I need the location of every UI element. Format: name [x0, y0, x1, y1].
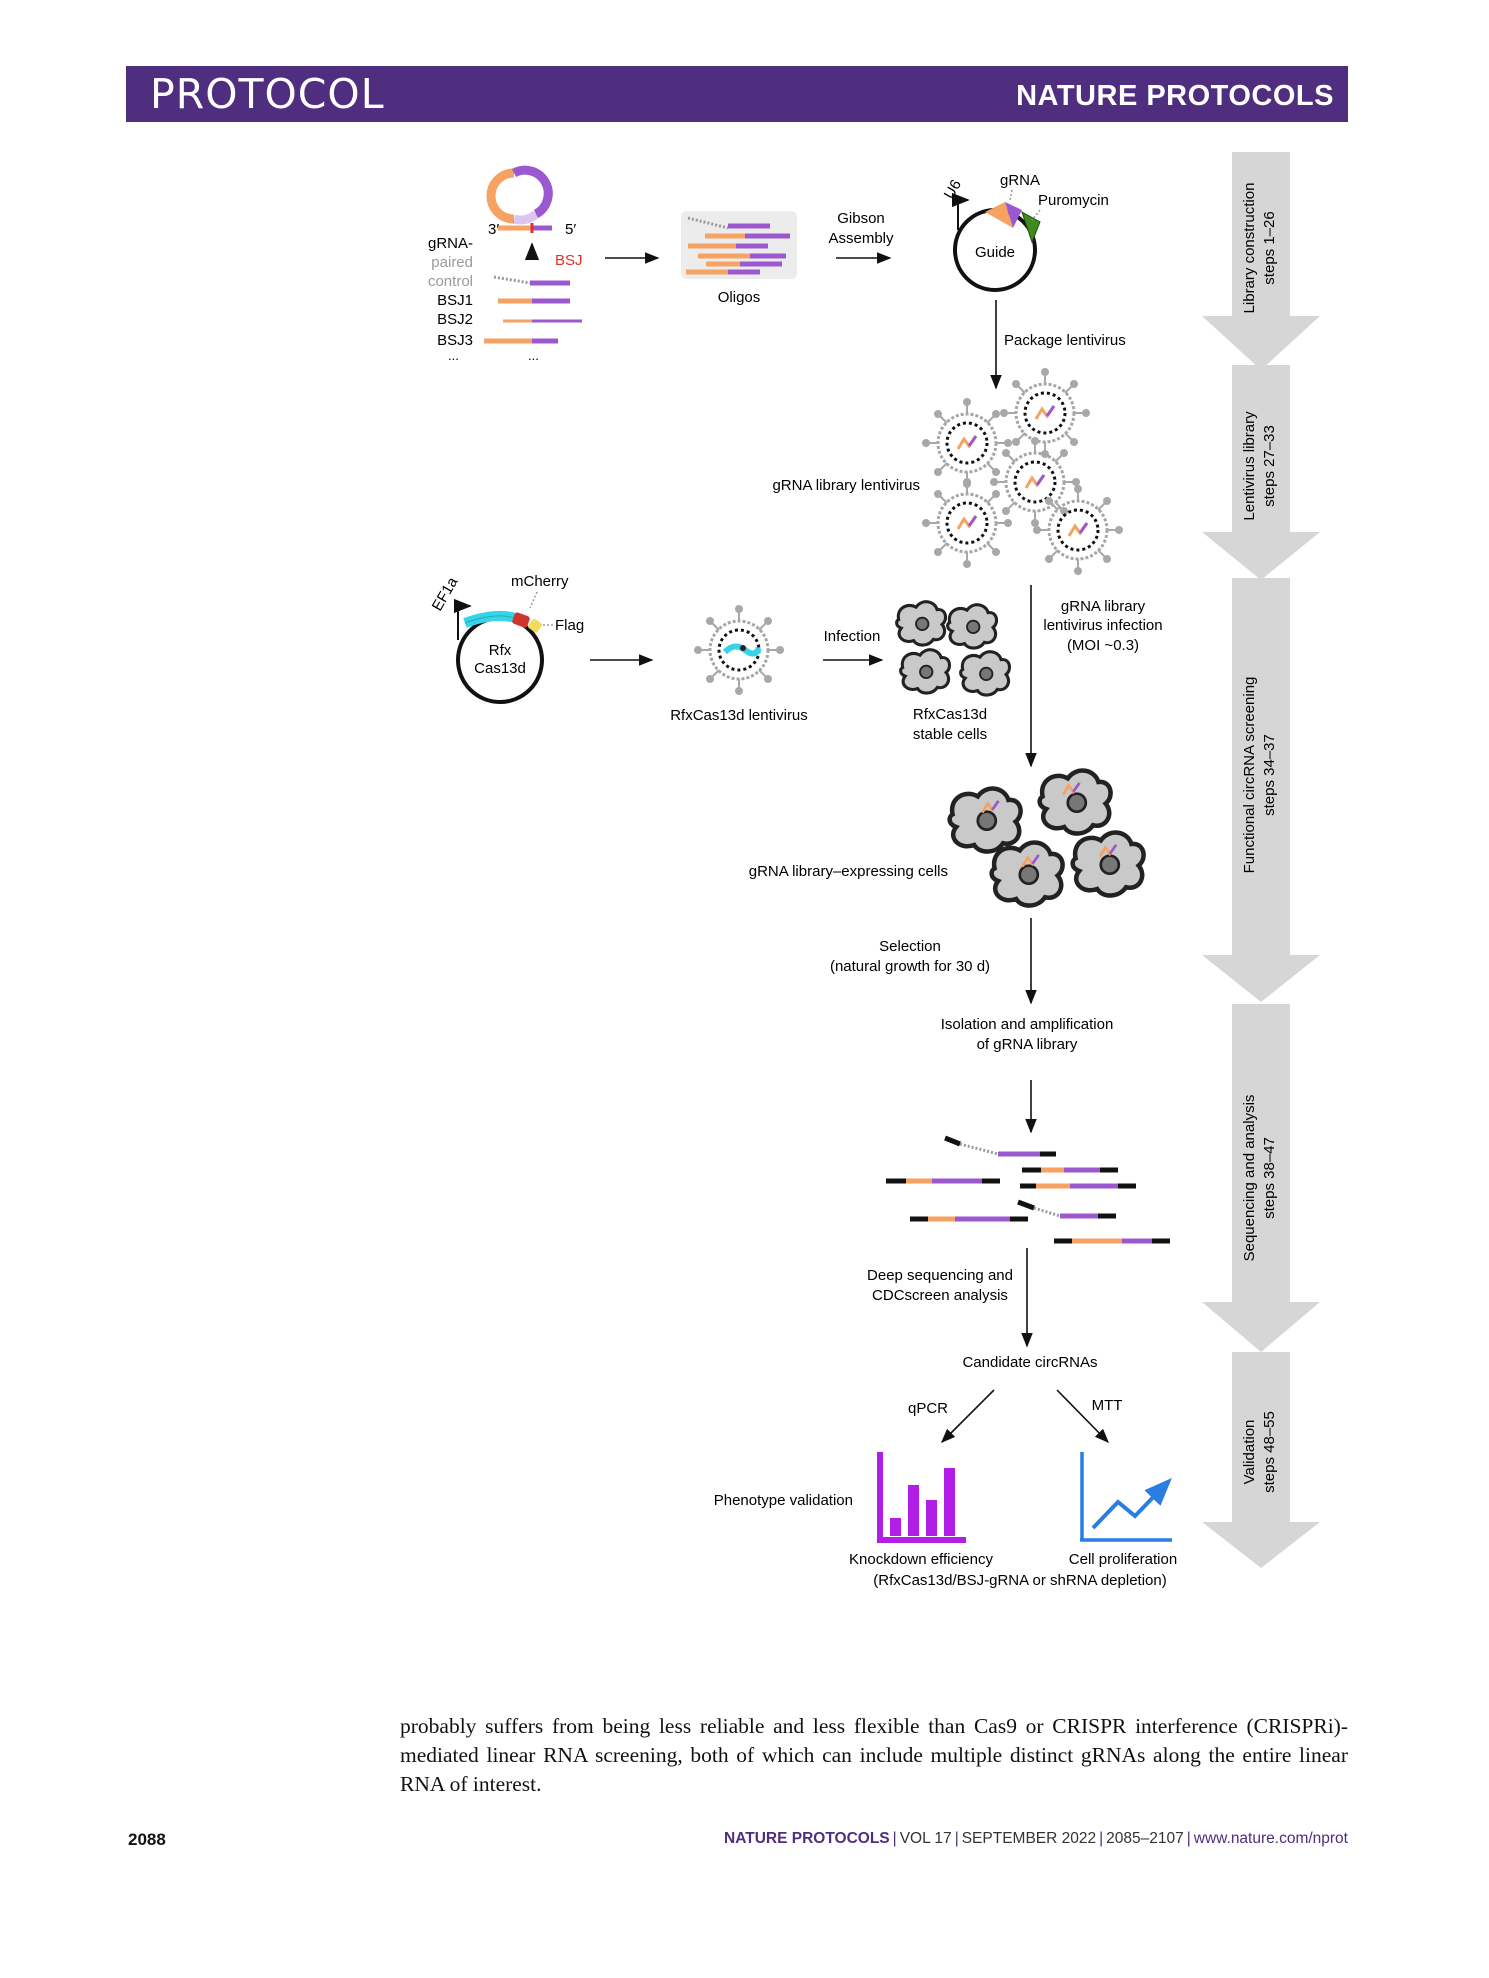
- stage-arrow-library: Library construction steps 1–26: [1202, 152, 1320, 370]
- label-mtt: MTT: [1092, 1397, 1123, 1414]
- stage-arrow-validation: Validation steps 48–55: [1202, 1352, 1320, 1568]
- rfxcas13d-stable-cells: [895, 600, 1012, 697]
- label-selection-2: (natural growth for 30 d): [830, 958, 990, 975]
- footer-url-link[interactable]: www.nature.com/nprot: [1193, 1830, 1348, 1847]
- stage-arrow-sequencing: Sequencing and analysis steps 38–47: [1202, 1004, 1320, 1352]
- footer-sep: |: [954, 1830, 959, 1847]
- knockdown-bar-chart-icon: [877, 1452, 966, 1543]
- stage-lentivirus-steps: steps 27–33: [1261, 425, 1278, 507]
- label-phenotype: Phenotype validation: [714, 1492, 853, 1509]
- label-candidates: Candidate circRNAs: [962, 1354, 1097, 1371]
- label-paired: paired: [431, 254, 473, 271]
- label-gibson-1: Gibson: [837, 210, 885, 227]
- label-bsj1: BSJ1: [437, 292, 473, 309]
- label-oligos: Oligos: [718, 289, 761, 306]
- label-rfx-2: Cas13d: [474, 660, 526, 677]
- label-grna-head: gRNA-: [428, 235, 473, 252]
- footer-volume: VOL 17: [899, 1830, 952, 1847]
- protocol-workflow-diagram: Library construction steps 1–26 Lentivir…: [428, 152, 1320, 1589]
- label-ellipsis-left: ...: [448, 348, 459, 363]
- footer-sep: |: [1186, 1830, 1191, 1847]
- stage-arrow-screening: Functional circRNA screening steps 34–37: [1202, 578, 1320, 1002]
- label-infection: Infection: [824, 628, 881, 645]
- label-5prime: 5′: [565, 221, 576, 238]
- stage-library-steps: steps 1–26: [1261, 211, 1278, 284]
- label-stable-2: stable cells: [913, 726, 987, 743]
- label-stable-1: RfxCas13d: [913, 706, 987, 723]
- rfxcas13d-lentivirus: [693, 604, 785, 696]
- footer-journal: NATURE PROTOCOLS: [724, 1830, 890, 1847]
- grna-lentivirus-cluster: [921, 367, 1124, 576]
- stage-arrow-lentivirus: Lentivirus library steps 27–33: [1202, 365, 1320, 580]
- label-rfx-lentivirus: RfxCas13d lentivirus: [670, 707, 808, 724]
- label-package: Package lentivirus: [1004, 332, 1126, 349]
- label-u6: U6: [941, 177, 965, 202]
- rfxcas13d-vector-plasmid: [453, 598, 544, 704]
- body-paragraph: probably suffers from being less reliabl…: [400, 1714, 1348, 1796]
- circrna-ring: [486, 165, 553, 261]
- stage-validation-name: Validation: [1241, 1420, 1258, 1485]
- label-guide: Guide: [975, 244, 1015, 261]
- label-ellipsis-right: ...: [528, 348, 539, 363]
- label-isolation-1: Isolation and amplification: [941, 1016, 1114, 1033]
- footer-citation: NATURE PROTOCOLS|VOL 17|SEPTEMBER 2022|2…: [724, 1830, 1348, 1848]
- label-depletion: (RfxCas13d/BSJ-gRNA or shRNA depletion): [873, 1572, 1166, 1589]
- label-bsj3: BSJ3: [437, 332, 473, 349]
- label-qpcr: qPCR: [908, 1400, 948, 1417]
- stage-library-name: Library construction: [1241, 183, 1258, 314]
- label-lenti-infection-3: (MOI ~0.3): [1067, 637, 1139, 654]
- label-expressing-cells: gRNA library–expressing cells: [749, 863, 948, 880]
- stage-lentivirus-name: Lentivirus library: [1241, 411, 1258, 521]
- stage-arrows: Library construction steps 1–26 Lentivir…: [1202, 152, 1320, 1568]
- label-rfx-1: Rfx: [489, 642, 512, 659]
- label-lenti-infection-1: gRNA library: [1061, 598, 1146, 615]
- stage-sequencing-steps: steps 38–47: [1261, 1137, 1278, 1219]
- label-3prime: 3′: [488, 221, 499, 238]
- label-puromycin: Puromycin: [1038, 192, 1109, 209]
- grna-lines: [484, 275, 582, 344]
- grna-vector-plasmid: [951, 192, 1041, 292]
- grna-expressing-cells: [950, 771, 1144, 906]
- label-lenti-infection-2: lentivirus infection: [1043, 617, 1162, 634]
- label-isolation-2: of gRNA library: [977, 1036, 1078, 1053]
- label-control: control: [428, 273, 473, 290]
- page-number: 2088: [128, 1830, 166, 1849]
- label-proliferation: Cell proliferation: [1069, 1551, 1177, 1568]
- label-bsj: BSJ: [555, 252, 583, 269]
- label-deepseq-1: Deep sequencing and: [867, 1267, 1013, 1284]
- cell-proliferation-line-icon: [1080, 1452, 1172, 1542]
- footer-sep: |: [1099, 1830, 1104, 1847]
- label-grna-lentivirus: gRNA library lentivirus: [772, 477, 920, 494]
- arrow-qpcr: [940, 1389, 995, 1444]
- label-grna: gRNA: [1000, 172, 1040, 189]
- stage-sequencing-name: Sequencing and analysis: [1241, 1095, 1258, 1262]
- oligo-pool: [681, 211, 797, 279]
- label-knockdown: Knockdown efficiency: [849, 1551, 993, 1568]
- label-selection-1: Selection: [879, 938, 941, 955]
- label-deepseq-2: CDCscreen analysis: [872, 1287, 1008, 1304]
- stage-screening-name: Functional circRNA screening: [1241, 677, 1258, 874]
- arrow-mtt: [1056, 1389, 1110, 1444]
- label-bsj2: BSJ2: [437, 311, 473, 328]
- journal-name: NATURE PROTOCOLS: [1016, 80, 1334, 112]
- label-gibson-2: Assembly: [828, 230, 894, 247]
- page-header: PROTOCOL NATURE PROTOCOLS: [126, 66, 1348, 122]
- stage-validation-steps: steps 48–55: [1261, 1411, 1278, 1493]
- sequencing-reads: [886, 1135, 1170, 1244]
- section-label: PROTOCOL: [150, 70, 385, 118]
- footer-sep: |: [892, 1830, 897, 1847]
- stage-screening-steps: steps 34–37: [1261, 734, 1278, 816]
- footer-pages: 2085–2107: [1106, 1830, 1184, 1847]
- footer-date: SEPTEMBER 2022: [961, 1830, 1097, 1847]
- label-mcherry: mCherry: [511, 573, 569, 590]
- label-ef1a: EF1a: [429, 574, 462, 614]
- label-flag: Flag: [555, 617, 584, 634]
